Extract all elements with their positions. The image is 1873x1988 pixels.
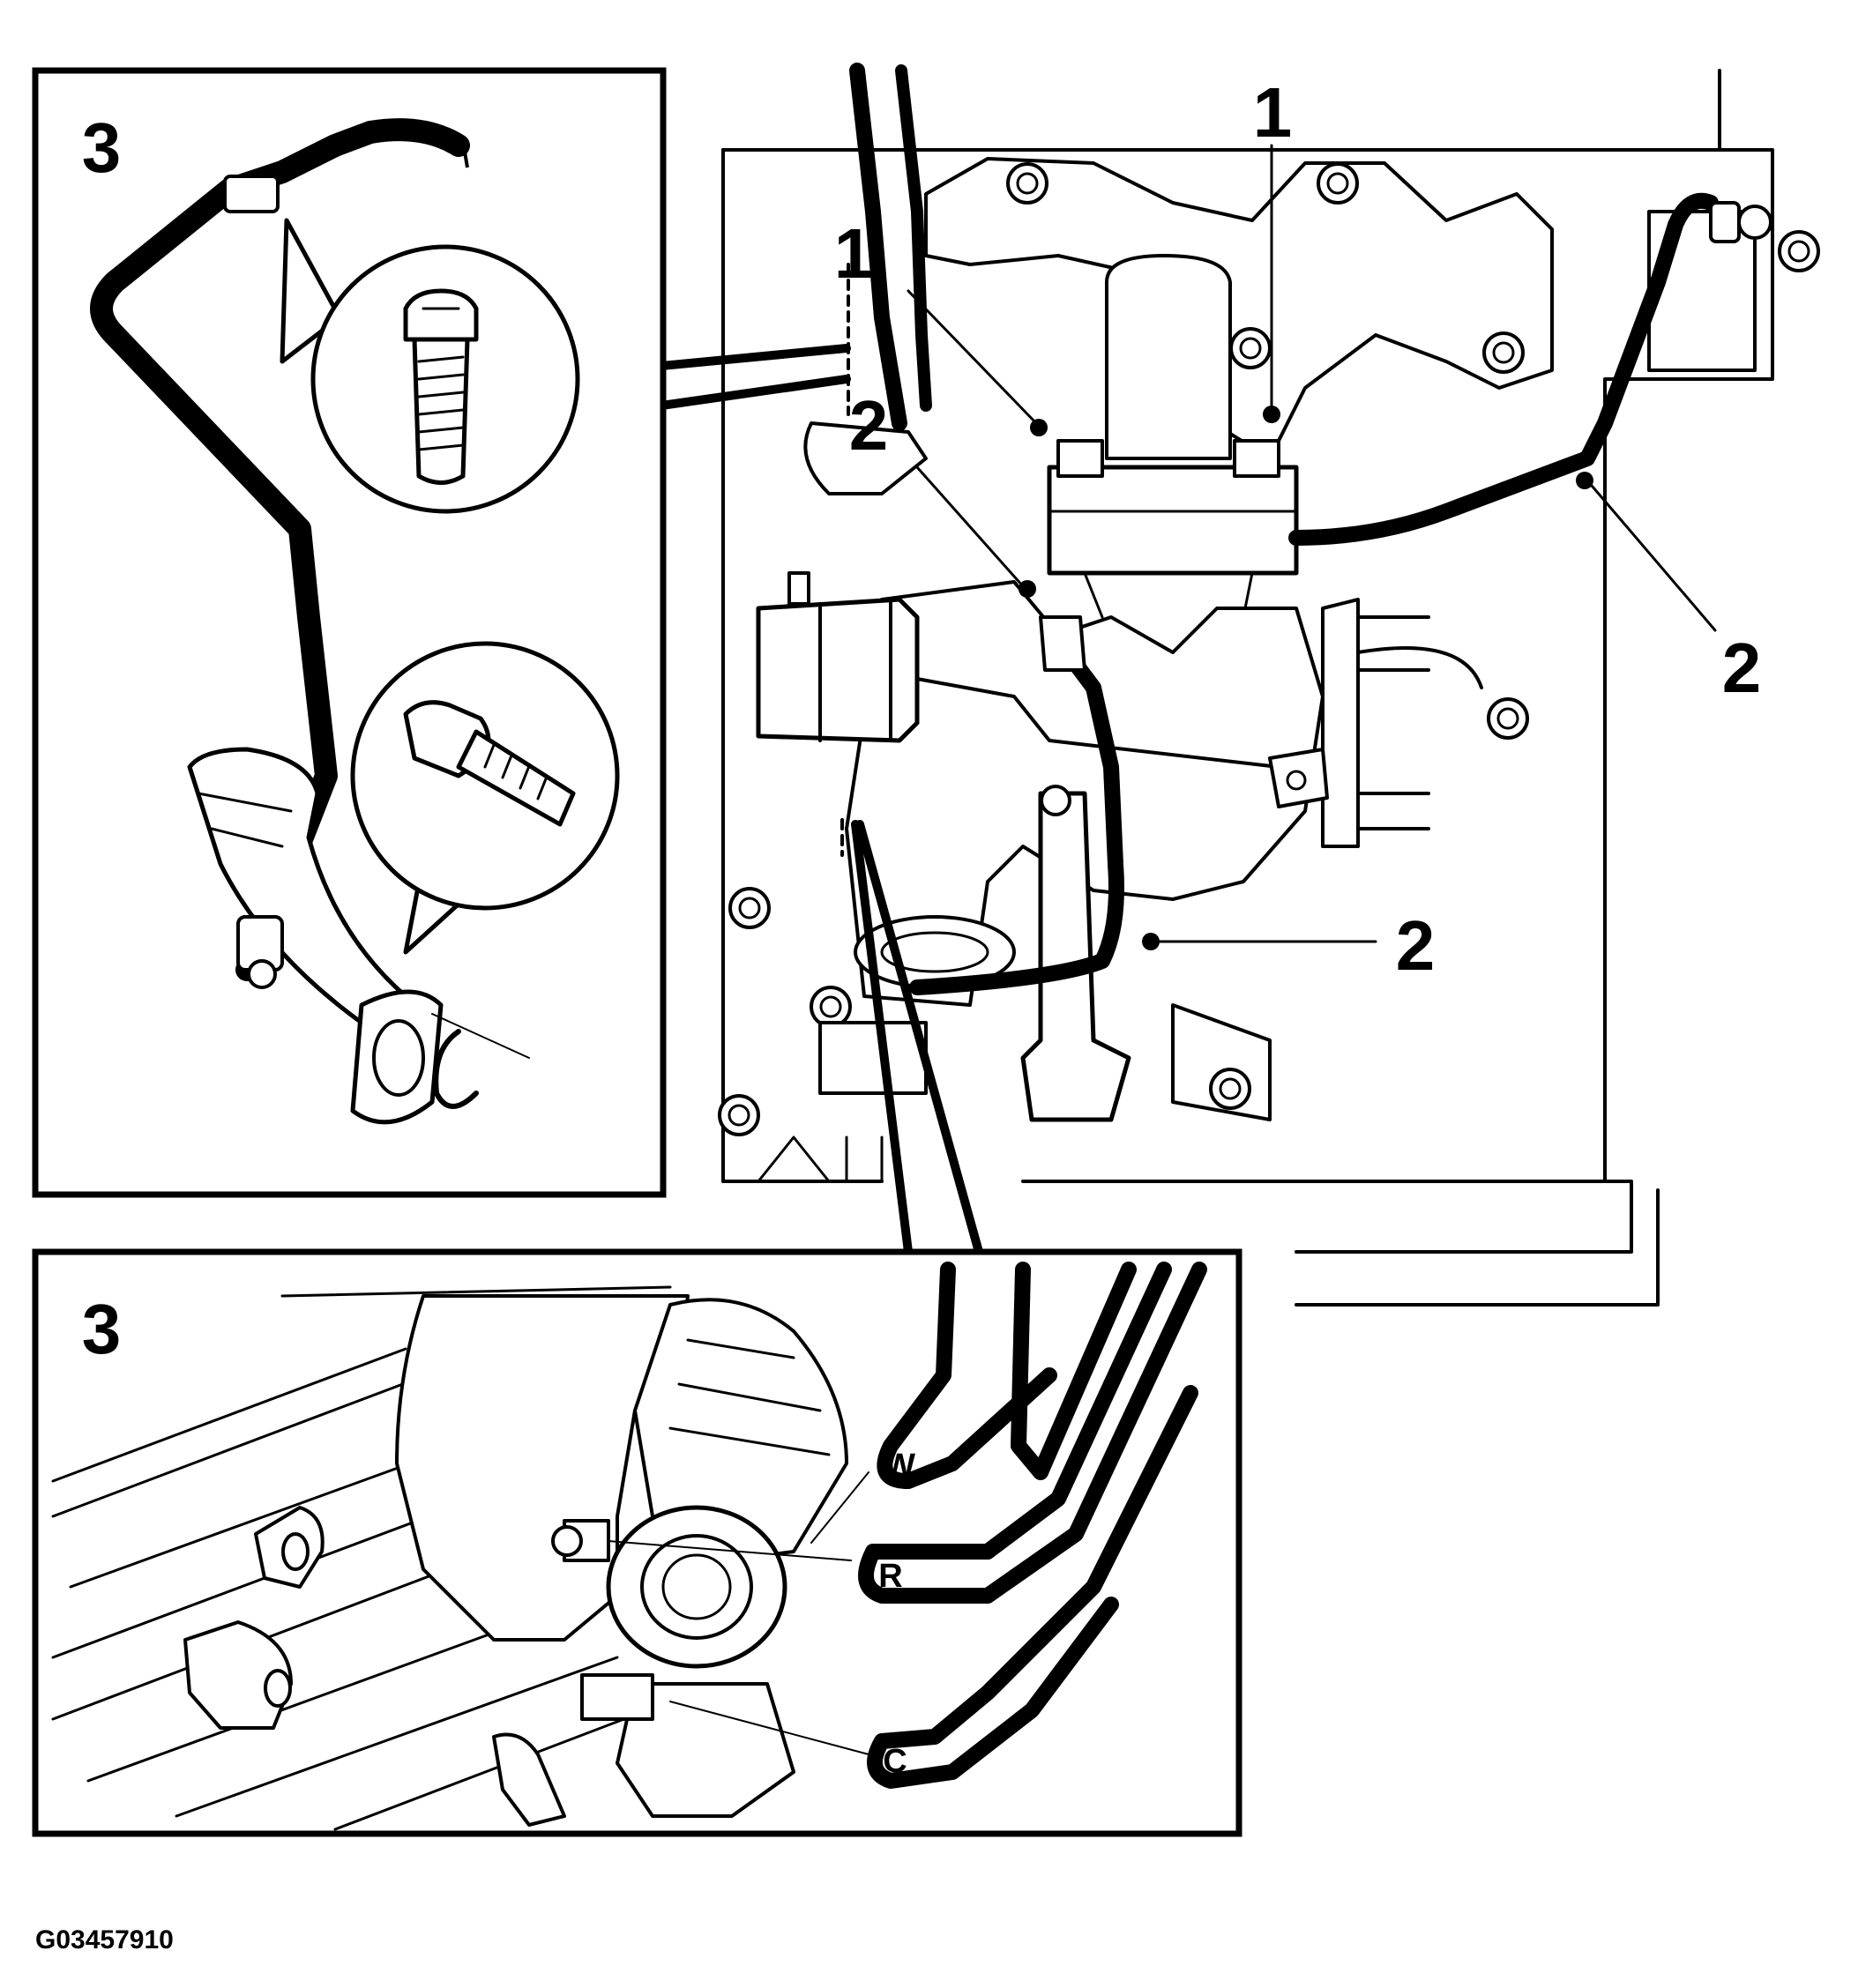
callout-group: 1 1 2 2 2: [834, 73, 1762, 985]
leader-line-2-upper-left: [915, 465, 1025, 588]
hose-tag-r: R: [878, 1558, 902, 1595]
pipe-clip-bracket: [223, 175, 280, 213]
inset-bottom-hose-connections: 3 W R C: [32, 1248, 1242, 1837]
leader-line-2-right: [1586, 479, 1717, 632]
inset-bottom-label: 3: [82, 1290, 122, 1368]
leader-dot-1-right: [1263, 406, 1280, 423]
callout-2-upper-left: 2: [849, 386, 889, 465]
callout-2-lower: 2: [1396, 906, 1436, 985]
main-engine-view: [657, 63, 1820, 1307]
leader-dot-2-lower: [1142, 933, 1160, 950]
inset-top-frame: [32, 67, 667, 1198]
figure-id: G03457910: [35, 1925, 174, 1954]
hose-tag-c: C: [883, 1743, 907, 1780]
callout-1-left: 1: [834, 214, 874, 293]
callout-2-right: 2: [1722, 629, 1762, 707]
leader-dot-1-left: [1030, 419, 1048, 436]
leader-dot-2-upper-left: [1019, 580, 1036, 598]
inset-top-label: 3: [82, 108, 122, 187]
hose-tag-w: W: [884, 1448, 915, 1485]
callout-1-right: 1: [1253, 73, 1293, 152]
inset-top-oil-feed-pipe: 3: [32, 67, 667, 1198]
leader-dot-2-right: [1576, 472, 1593, 489]
leader-line-1-left: [907, 289, 1038, 425]
